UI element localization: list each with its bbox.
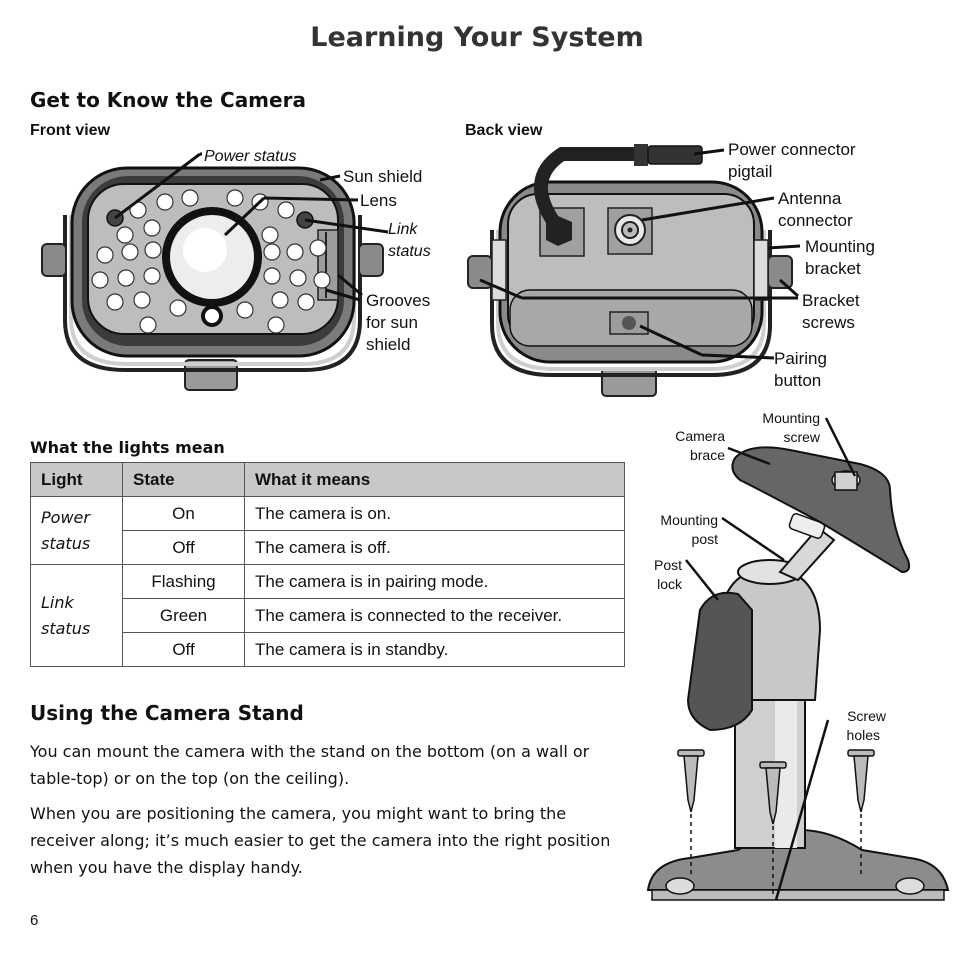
section-heading-stand: Using the Camera Stand [30,701,304,725]
callout-power-status: Power status [204,148,297,165]
state-cell: Off [122,530,245,565]
lights-table: Light State What it means Power status O… [30,462,625,667]
callout-camera-brace-1: Camera [675,428,725,444]
callout-post-lock-2: lock [657,576,682,592]
meaning-cell: The camera is in pairing mode. [244,564,625,599]
callout-pairing-2: button [774,371,822,390]
callout-link-status-1: Link [388,221,418,238]
callout-mounting-post-2: post [691,531,718,547]
state-cell: Green [122,598,245,633]
light-link-status: Link status [30,564,123,667]
table-row: Off The camera is off. [31,530,625,565]
lights-table-heading: What the lights mean [30,438,225,457]
callout-bracket-screws-2: screws [802,313,855,332]
state-cell: Flashing [122,564,245,599]
callout-grooves-2: for sun [366,313,418,332]
header-state: State [122,462,245,497]
camera-stand-illustration [646,417,950,901]
meaning-cell: The camera is off. [244,530,625,565]
callout-screw-holes-2: holes [846,727,880,743]
meaning-cell: The camera is connected to the receiver. [244,598,625,633]
light-name: Power status [41,507,91,553]
light-name: Link status [41,592,91,638]
callout-antenna-1: Antenna [778,189,842,208]
table-row: Link status Flashing The camera is in pa… [30,564,625,667]
state-cell: Off [122,632,245,667]
callout-mounting-bracket-2: bracket [805,259,861,278]
callout-mounting-post-1: Mounting [660,512,718,528]
callout-mounting-screw-1: Mounting [762,410,820,426]
table-row: Green The camera is connected to the rec… [31,598,625,633]
front-view-illustration [41,152,389,391]
light-power-status: Power status [30,496,123,565]
page-number: 6 [30,912,39,929]
callout-sun-shield: Sun shield [343,167,423,186]
callout-grooves-1: Grooves [366,291,431,310]
callout-bracket-screws-1: Bracket [802,291,860,310]
callout-power-connector-1: Power connector [728,140,856,159]
callout-grooves-3: shield [366,335,411,354]
callout-post-lock-1: Post [653,557,682,573]
callout-pairing-1: Pairing [774,349,827,368]
callout-camera-brace-2: brace [689,447,725,463]
table-row: Off The camera is in standby. [31,632,625,667]
front-view-label: Front view [30,122,111,139]
header-light: Light [30,462,123,497]
callout-mounting-bracket-1: Mounting [805,237,875,256]
back-view-illustration [467,144,801,397]
table-header-row: Light State What it means [30,462,625,497]
callout-antenna-2: connector [778,211,853,230]
callout-power-connector-2: pigtail [728,162,773,181]
callout-lens: Lens [360,191,397,210]
state-cell: On [122,496,245,531]
callout-screw-holes-1: Screw [847,708,886,724]
stand-paragraph-2: When you are positioning the camera, you… [30,804,611,877]
callout-mounting-screw-2: screw [783,429,820,445]
page-title: Learning Your System [310,22,644,53]
meaning-cell: The camera is on. [244,496,625,531]
header-meaning: What it means [244,462,625,497]
stand-paragraph-1: You can mount the camera with the stand … [30,742,590,788]
callout-link-status-2: status [388,243,431,260]
table-row: Power status On The camera is on. [30,496,625,565]
back-view-label: Back view [465,122,543,139]
section-heading-camera: Get to Know the Camera [30,88,306,112]
meaning-cell: The camera is in standby. [244,632,625,667]
